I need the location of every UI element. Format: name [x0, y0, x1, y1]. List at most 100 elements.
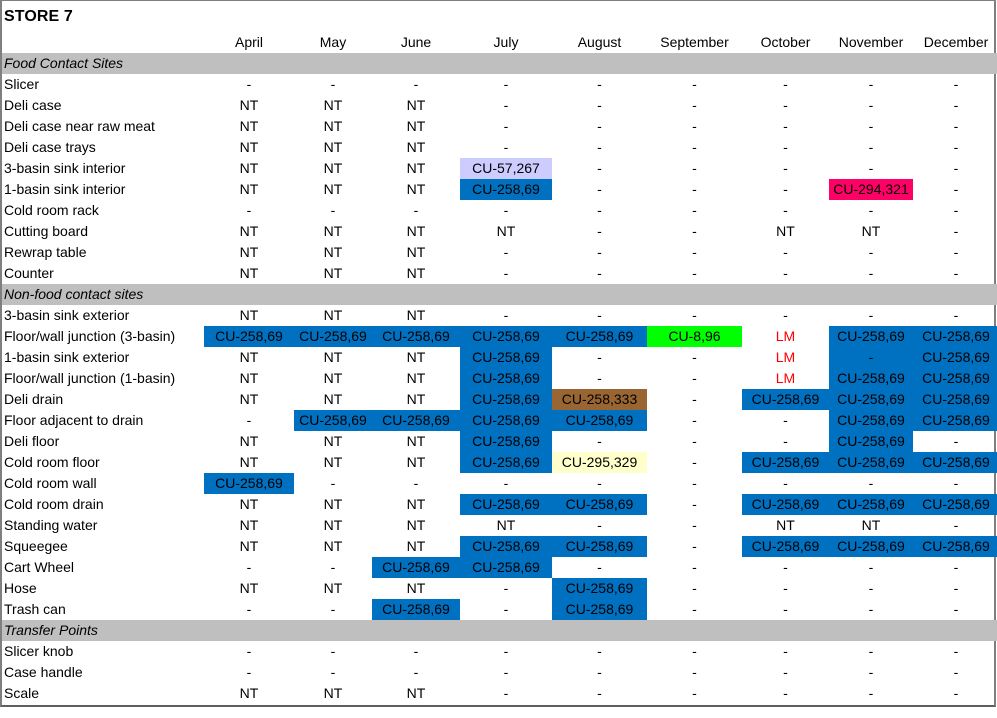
result-cell-november[interactable]: - [868, 664, 874, 680]
result-cell-april[interactable]: NT [239, 538, 259, 554]
site-label[interactable]: 1-basin sink interior [4, 181, 126, 197]
result-cell-april[interactable]: NT [239, 496, 259, 512]
result-cell-december[interactable]: - [953, 517, 959, 533]
result-cell-june[interactable]: NT [406, 307, 426, 323]
month-header-may[interactable]: May [319, 34, 347, 50]
result-cell-june[interactable]: NT [406, 265, 426, 281]
result-cell-may[interactable]: - [330, 76, 336, 92]
result-cell-september[interactable]: - [692, 139, 697, 155]
result-cell-april[interactable]: - [246, 664, 252, 680]
result-cell-december[interactable]: - [953, 160, 959, 176]
result-cell-december[interactable]: - [953, 433, 959, 449]
result-cell-december[interactable]: - [953, 580, 959, 596]
result-cell-june[interactable]: NT [406, 538, 426, 554]
result-cell-may[interactable]: NT [323, 265, 343, 281]
result-cell-october[interactable]: - [783, 265, 788, 281]
result-cell-november[interactable]: - [868, 601, 874, 617]
result-cell-june[interactable]: NT [406, 223, 426, 239]
result-cell-may[interactable]: NT [323, 538, 343, 554]
result-cell-december[interactable]: CU-258,69 [913, 389, 997, 410]
site-label[interactable]: Standing water [4, 517, 98, 533]
site-label[interactable]: Trash can [4, 601, 66, 617]
site-label[interactable]: Cart Wheel [4, 559, 75, 575]
result-cell-september[interactable]: - [692, 370, 697, 386]
result-cell-july[interactable]: - [503, 265, 509, 281]
result-cell-august[interactable]: - [597, 517, 602, 533]
result-cell-september[interactable]: - [692, 664, 697, 680]
result-cell-may[interactable]: - [330, 664, 336, 680]
result-cell-december[interactable]: - [953, 265, 959, 281]
result-cell-december[interactable]: - [953, 76, 959, 92]
result-cell-may[interactable]: NT [323, 139, 343, 155]
result-cell-june[interactable]: NT [406, 454, 426, 470]
result-cell-october[interactable]: - [783, 601, 788, 617]
result-cell-december[interactable]: - [953, 223, 959, 239]
result-cell-november[interactable]: - [868, 265, 874, 281]
result-cell-august[interactable]: - [597, 265, 602, 281]
result-cell-june[interactable]: NT [406, 181, 426, 197]
result-cell-april[interactable]: NT [239, 307, 259, 323]
result-cell-april[interactable]: CU-258,69 [204, 326, 294, 347]
result-cell-september[interactable]: - [692, 349, 697, 365]
result-cell-december[interactable]: - [953, 118, 959, 134]
result-cell-october[interactable]: - [783, 559, 788, 575]
result-cell-december[interactable]: - [953, 559, 959, 575]
result-cell-april[interactable]: NT [239, 685, 259, 701]
result-cell-august[interactable]: - [597, 97, 602, 113]
result-cell-november[interactable]: - [868, 139, 874, 155]
result-cell-october[interactable]: - [783, 181, 788, 197]
month-header-december[interactable]: December [923, 34, 989, 50]
result-cell-april[interactable]: - [246, 601, 252, 617]
result-cell-july[interactable]: CU-258,69 [460, 452, 552, 473]
month-header-september[interactable]: September [660, 34, 729, 50]
result-cell-november[interactable]: CU-258,69 [829, 431, 913, 452]
site-label[interactable]: Hose [4, 580, 37, 596]
result-cell-november[interactable]: - [868, 76, 874, 92]
site-label[interactable]: Deli drain [4, 391, 64, 407]
result-cell-september[interactable]: - [692, 559, 697, 575]
result-cell-may[interactable]: NT [323, 517, 343, 533]
result-cell-december[interactable]: - [953, 685, 959, 701]
result-cell-august[interactable]: CU-258,69 [552, 494, 647, 515]
result-cell-december[interactable]: - [953, 181, 959, 197]
result-cell-july[interactable]: - [503, 475, 509, 491]
site-label[interactable]: 3-basin sink exterior [4, 307, 130, 323]
result-cell-october[interactable]: - [783, 97, 788, 113]
result-cell-september[interactable]: - [692, 160, 697, 176]
site-label[interactable]: Slicer knob [4, 643, 74, 659]
result-cell-september[interactable]: - [692, 643, 697, 659]
result-cell-april[interactable]: CU-258,69 [204, 473, 294, 494]
result-cell-june[interactable]: - [413, 202, 419, 218]
result-cell-august[interactable]: - [597, 643, 602, 659]
site-label[interactable]: Floor/wall junction (1-basin) [4, 370, 176, 386]
result-cell-november[interactable]: CU-258,69 [829, 326, 913, 347]
result-cell-october[interactable]: CU-258,69 [742, 536, 829, 557]
result-cell-november[interactable]: CU-258,69 [829, 452, 913, 473]
result-cell-october[interactable]: CU-258,69 [742, 389, 829, 410]
site-label[interactable]: Cold room drain [4, 496, 104, 512]
result-cell-july[interactable]: - [503, 139, 509, 155]
result-cell-november[interactable]: NT [861, 223, 881, 239]
result-cell-november[interactable]: - [829, 347, 913, 368]
result-cell-june[interactable]: - [413, 475, 419, 491]
result-cell-may[interactable]: NT [323, 685, 343, 701]
result-cell-september[interactable]: - [692, 307, 697, 323]
result-cell-august[interactable]: - [597, 76, 602, 92]
result-cell-november[interactable]: CU-294,321 [829, 179, 913, 200]
result-cell-september[interactable]: - [692, 97, 697, 113]
result-cell-may[interactable]: NT [323, 244, 343, 260]
result-cell-september[interactable]: - [692, 538, 697, 554]
result-cell-november[interactable]: CU-258,69 [829, 536, 913, 557]
result-cell-june[interactable]: NT [406, 685, 426, 701]
result-cell-may[interactable]: - [330, 559, 336, 575]
result-cell-september[interactable]: - [692, 223, 697, 239]
result-cell-july[interactable]: CU-258,69 [460, 326, 552, 347]
month-header-october[interactable]: October [760, 34, 811, 50]
result-cell-july[interactable]: CU-258,69 [460, 557, 552, 578]
result-cell-december[interactable]: CU-258,69 [913, 368, 997, 389]
result-cell-july[interactable]: - [503, 643, 509, 659]
result-cell-october[interactable]: - [783, 244, 788, 260]
result-cell-april[interactable]: NT [239, 433, 259, 449]
result-cell-october[interactable]: LM [775, 328, 796, 344]
result-cell-april[interactable]: NT [239, 517, 259, 533]
